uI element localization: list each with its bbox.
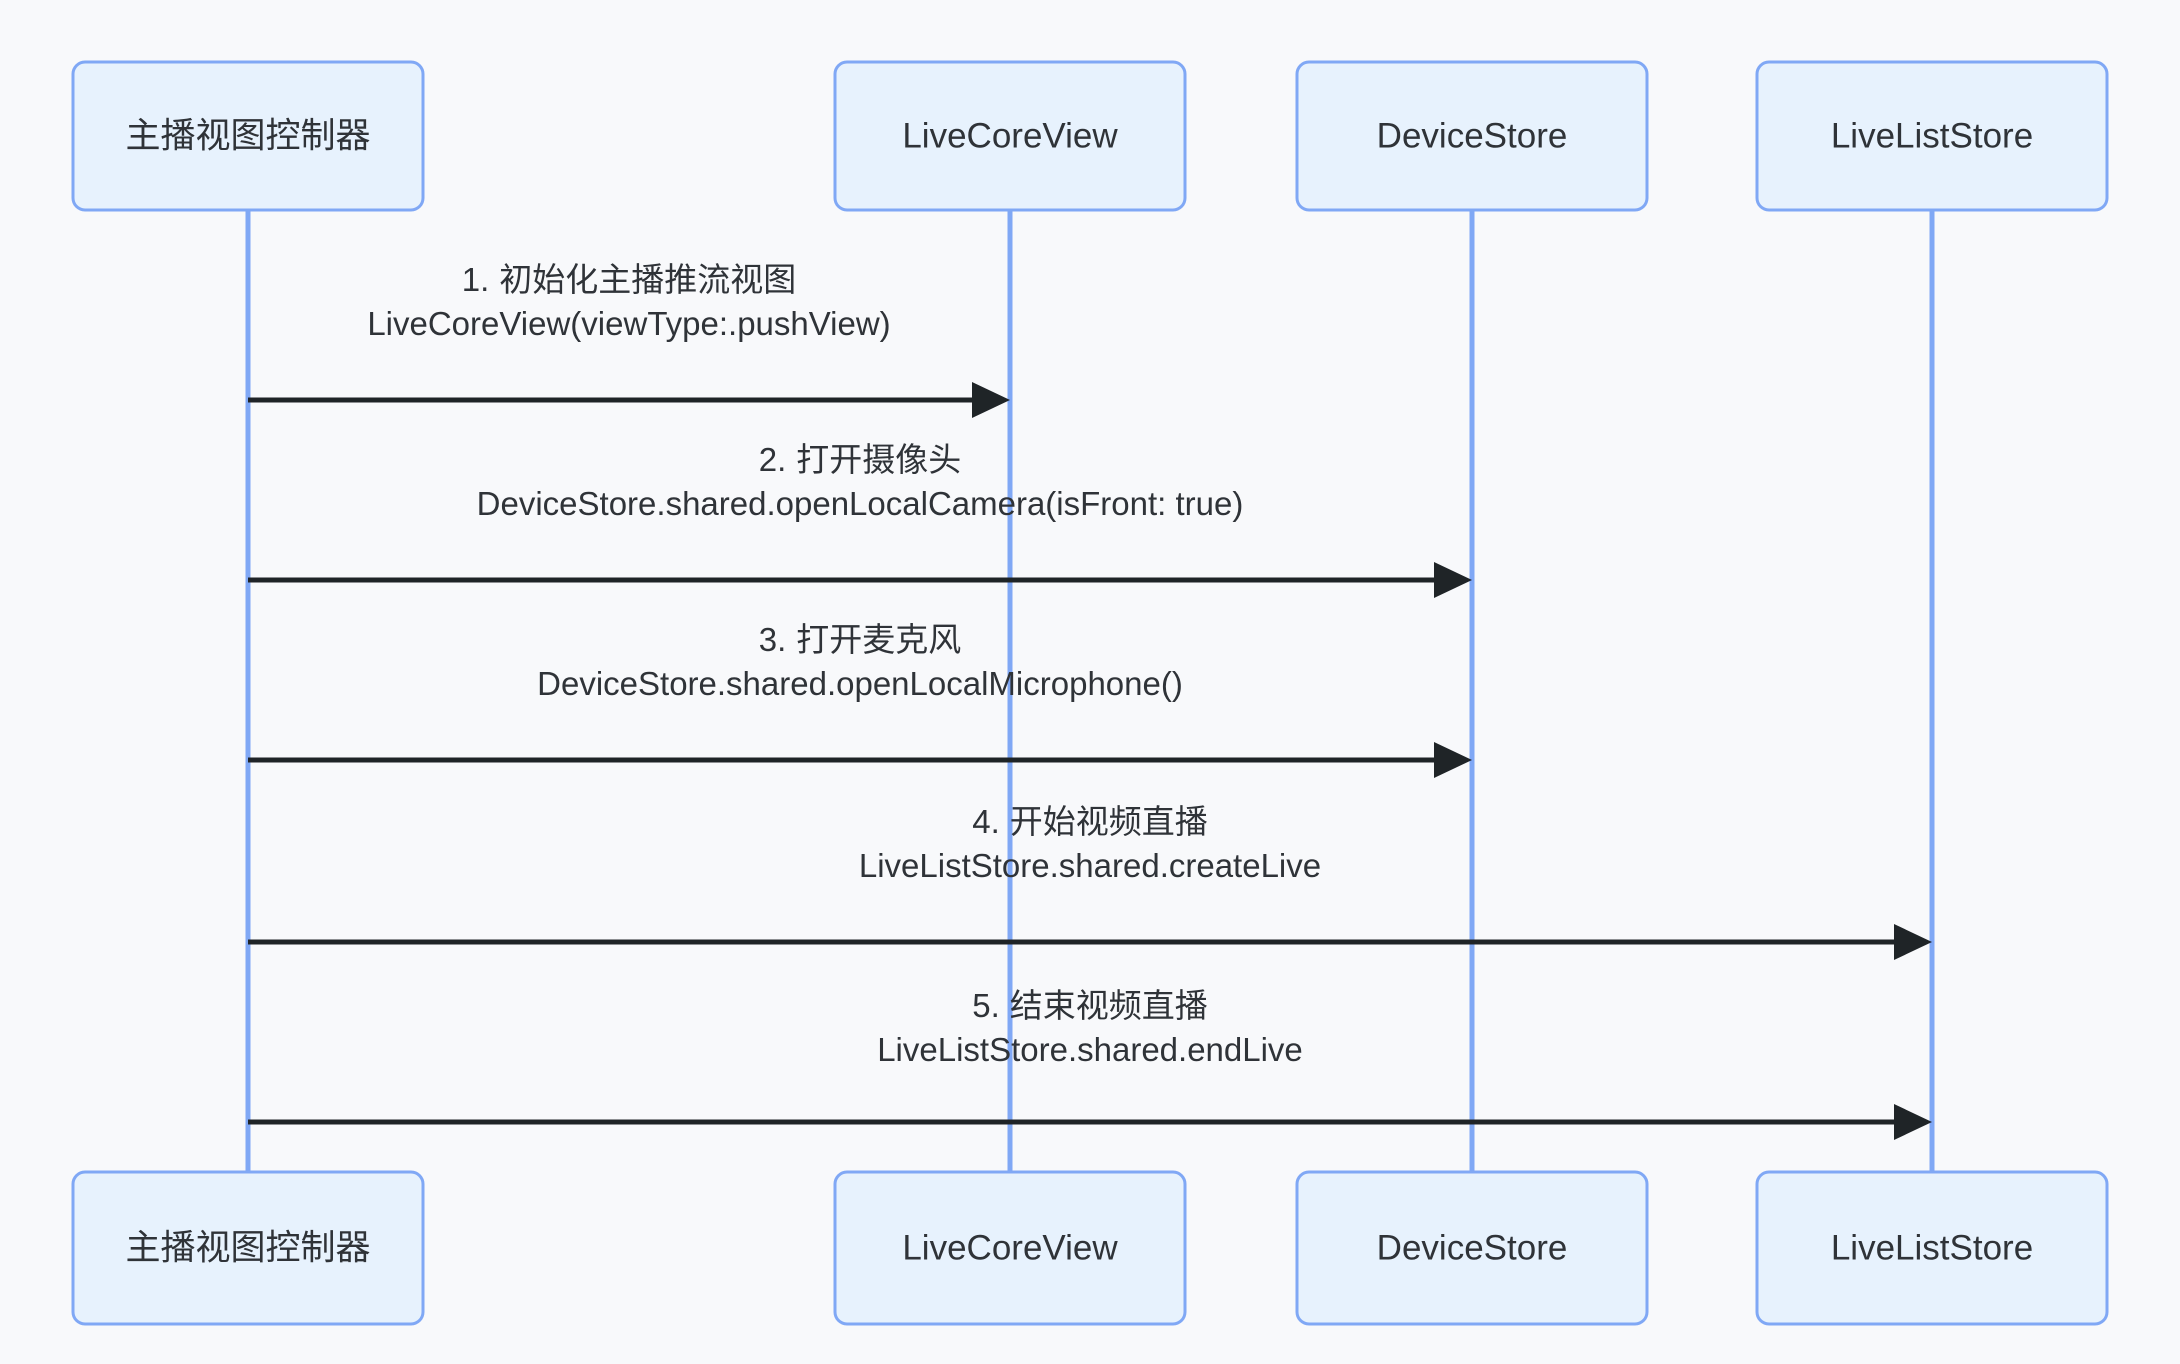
participant-bottom-live-core-view[interactable]: LiveCoreView bbox=[833, 1170, 1187, 1326]
message-1-call: LiveCoreView(viewType:.pushView) bbox=[367, 305, 890, 342]
participant-bottom-device-store-rect bbox=[1295, 1170, 1649, 1326]
participant-top-device-store[interactable]: DeviceStore bbox=[1295, 60, 1649, 212]
message-4-title: 4. 开始视频直播 bbox=[972, 803, 1208, 840]
message-4[interactable]: 4. 开始视频直播 LiveListStore.shared.createLive bbox=[248, 803, 1932, 960]
message-1-arrowhead bbox=[972, 382, 1010, 418]
participant-top-live-core-view[interactable]: LiveCoreView bbox=[833, 60, 1187, 212]
message-5-title-text: 结束视频直播 bbox=[1010, 987, 1208, 1024]
participant-bottom-live-core-view-rect bbox=[833, 1170, 1187, 1326]
message-1[interactable]: 1.初始化主播推流视图 LiveCoreView(viewType:.pushV… bbox=[248, 261, 1010, 418]
message-1-title-text: 初始化主播推流视图 bbox=[499, 261, 796, 298]
participant-top-live-list-store-label: LiveListStore bbox=[1831, 116, 2033, 155]
message-5-call: LiveListStore.shared.endLive bbox=[877, 1031, 1303, 1068]
participant-top-live-list-store-rect bbox=[1755, 60, 2109, 212]
message-3-arrowhead bbox=[1434, 742, 1472, 778]
message-2-number: 2. bbox=[759, 441, 787, 478]
participant-bottom-anchor-vc[interactable]: 主播视图控制器 bbox=[71, 1170, 425, 1326]
message-2-title-text: 打开摄像头 bbox=[796, 441, 961, 478]
message-3[interactable]: 3.打开麦克风 DeviceStore.shared.openLocalMicr… bbox=[248, 621, 1472, 778]
message-3-title: 3.打开麦克风 bbox=[759, 621, 962, 658]
message-3-number: 3. bbox=[759, 621, 787, 658]
message-2[interactable]: 2.打开摄像头 DeviceStore.shared.openLocalCame… bbox=[248, 441, 1472, 598]
lifelines-group bbox=[245, 210, 1935, 1172]
participant-bottom-live-list-store[interactable]: LiveListStore bbox=[1755, 1170, 2109, 1326]
message-4-title-text: 开始视频直播 bbox=[1010, 803, 1208, 840]
message-3-call: DeviceStore.shared.openLocalMicrophone() bbox=[537, 665, 1183, 702]
participant-top-live-core-view-rect bbox=[833, 60, 1187, 212]
message-1-number: 1. bbox=[462, 261, 490, 298]
message-5[interactable]: 5. 结束视频直播 LiveListStore.shared.endLive bbox=[248, 987, 1932, 1140]
message-2-title: 2.打开摄像头 bbox=[759, 441, 962, 478]
message-1-title: 1.初始化主播推流视图 bbox=[462, 261, 797, 298]
participant-top-anchor-vc-rect bbox=[71, 60, 425, 212]
participant-top-live-core-view-label: LiveCoreView bbox=[902, 116, 1118, 155]
message-3-title-text: 打开麦克风 bbox=[796, 621, 961, 658]
participant-bottom-live-list-store-rect bbox=[1755, 1170, 2109, 1326]
participant-top-device-store-label: DeviceStore bbox=[1377, 116, 1568, 155]
message-5-number: 5. bbox=[972, 987, 1000, 1024]
message-5-arrowhead bbox=[1894, 1104, 1932, 1140]
message-2-call: DeviceStore.shared.openLocalCamera(isFro… bbox=[477, 485, 1244, 522]
participant-top-anchor-vc[interactable]: 主播视图控制器 bbox=[71, 60, 425, 212]
message-4-arrowhead bbox=[1894, 924, 1932, 960]
participant-bottom-device-store-label: DeviceStore bbox=[1377, 1228, 1568, 1267]
message-4-call: LiveListStore.shared.createLive bbox=[859, 847, 1321, 884]
message-4-number: 4. bbox=[972, 803, 1000, 840]
participant-top-live-list-store[interactable]: LiveListStore bbox=[1755, 60, 2109, 212]
participant-bottom-live-core-view-label: LiveCoreView bbox=[902, 1228, 1118, 1267]
participant-bottom-anchor-vc-label: 主播视图控制器 bbox=[125, 1228, 370, 1267]
participant-top-anchor-vc-label: 主播视图控制器 bbox=[125, 116, 370, 155]
message-2-arrowhead bbox=[1434, 562, 1472, 598]
participant-bottom-live-list-store-label: LiveListStore bbox=[1831, 1228, 2033, 1267]
participant-bottom-device-store[interactable]: DeviceStore bbox=[1295, 1170, 1649, 1326]
message-5-title: 5. 结束视频直播 bbox=[972, 987, 1208, 1024]
participant-top-device-store-rect bbox=[1295, 60, 1649, 212]
participant-bottom-anchor-vc-rect bbox=[71, 1170, 425, 1326]
